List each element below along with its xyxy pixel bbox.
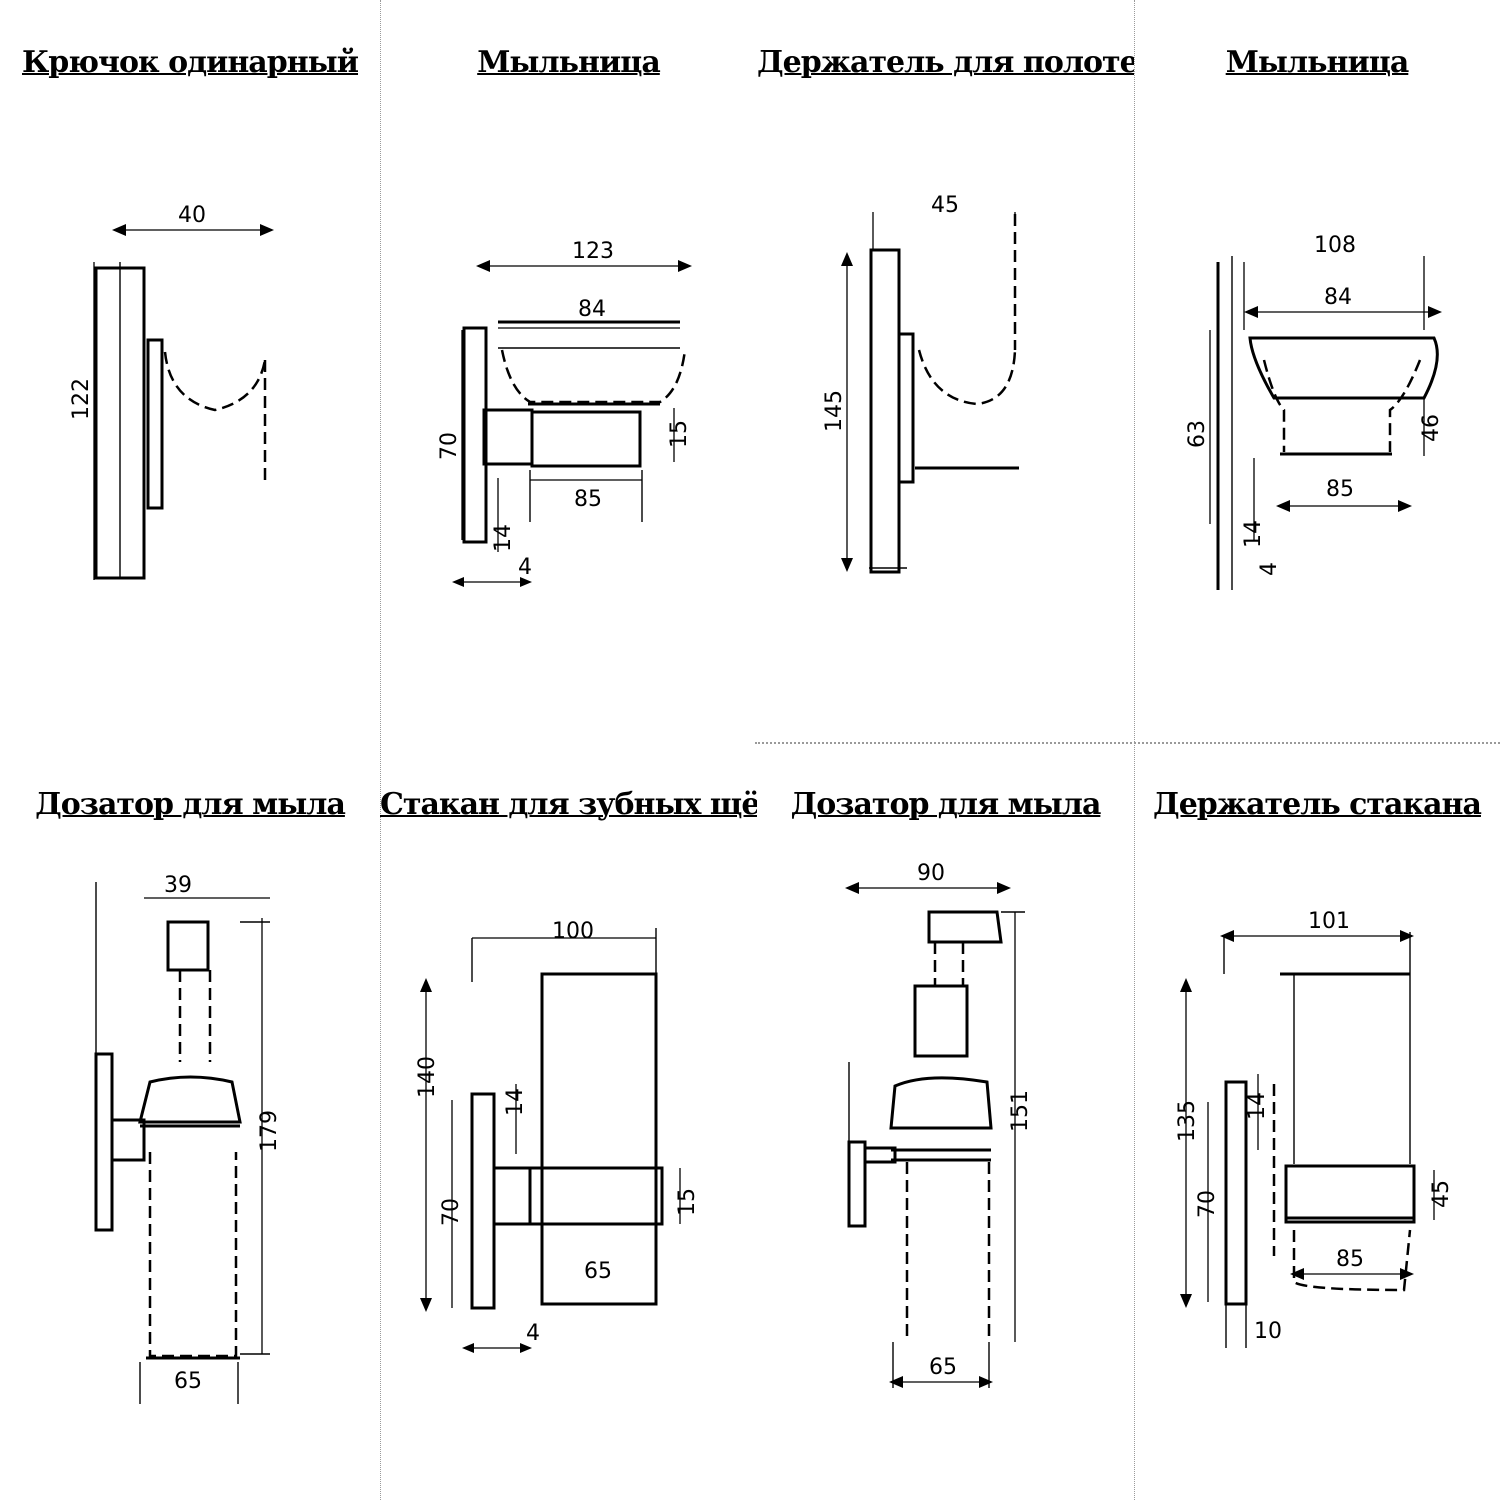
dim-label: 45 <box>931 193 959 218</box>
dim-label: 39 <box>164 873 192 898</box>
dim-label: 4 <box>1257 562 1282 576</box>
dim-label: 45 <box>1429 1180 1454 1208</box>
dim-label: 4 <box>518 555 532 580</box>
dim-label: 85 <box>574 487 602 512</box>
panel-glass-holder: Держатель стакана 101 135 <box>1134 742 1500 1500</box>
dim-label: 65 <box>929 1355 957 1380</box>
panel-title: Держатель для полотенец <box>757 45 1134 80</box>
panel-title: Мыльница <box>1225 45 1410 80</box>
column-divider <box>380 0 381 1500</box>
dim-label: 90 <box>917 861 945 886</box>
dim-label: 4 <box>526 1321 540 1346</box>
dim-label: 122 <box>69 378 94 420</box>
dim-label: 46 <box>1419 414 1444 442</box>
dim-label: 65 <box>174 1369 202 1394</box>
column-divider <box>1134 0 1135 1500</box>
panel-title: Держатель стакана <box>1153 787 1482 822</box>
panel-title: Стакан для зубных щёток <box>380 787 757 822</box>
panel-soap-dish: Мыльница 123 84 70 <box>380 0 757 742</box>
panel-towel-holder: Держатель для полотенец 45 145 <box>757 0 1134 742</box>
panel-soap-dispenser-2: Дозатор для мыла 90 151 <box>757 742 1134 1500</box>
dim-label: 84 <box>578 297 606 322</box>
dim-label: 40 <box>178 203 206 228</box>
dim-label: 100 <box>552 919 594 944</box>
dim-label: 140 <box>415 1056 440 1098</box>
soap-dish-drawing: 123 84 70 85 15 14 4 <box>437 239 692 587</box>
row-divider <box>755 742 1500 744</box>
dim-label: 10 <box>1254 1319 1282 1344</box>
panel-title: Дозатор для мыла <box>35 787 346 822</box>
towel-holder-drawing: 45 145 <box>822 193 1019 574</box>
dim-label: 63 <box>1185 420 1210 448</box>
dim-label: 145 <box>822 390 847 432</box>
panel-soap-dish-2: Мыльница 108 84 63 85 <box>1134 0 1500 742</box>
dim-label: 108 <box>1314 233 1356 258</box>
soap-dispenser-drawing: 39 179 65 <box>94 873 282 1404</box>
dim-label: 15 <box>667 420 692 448</box>
dim-label: 101 <box>1308 909 1350 934</box>
dim-label: 135 <box>1175 1100 1200 1142</box>
soap-dispenser-2-drawing: 90 151 65 <box>845 861 1033 1388</box>
toothbrush-glass-drawing: 100 140 70 15 14 4 65 <box>415 919 700 1353</box>
hook-drawing: 40 122 <box>69 203 274 580</box>
soap-dish-2-drawing: 108 84 63 85 46 14 4 <box>1185 233 1444 590</box>
dim-label: 14 <box>491 524 516 552</box>
glass-holder-drawing: 101 135 70 14 45 85 10 <box>1175 909 1454 1348</box>
dim-label: 14 <box>503 1088 528 1116</box>
dim-label: 84 <box>1324 285 1352 310</box>
panel-toothbrush-glass: Стакан для зубных щёток 100 140 70 <box>380 742 757 1500</box>
panel-title: Мыльница <box>477 45 661 80</box>
panel-title: Дозатор для мыла <box>790 787 1102 822</box>
dim-label: 14 <box>1245 1092 1270 1120</box>
panel-hook: Крючок одинарный 40 122 <box>0 0 380 742</box>
dim-label: 85 <box>1326 477 1354 502</box>
dim-label: 151 <box>1008 1090 1033 1132</box>
dim-label: 15 <box>675 1188 700 1216</box>
dim-label: 14 <box>1241 520 1266 548</box>
dim-label: 65 <box>584 1259 612 1284</box>
dim-label: 70 <box>439 1198 464 1226</box>
dim-label: 70 <box>437 432 462 460</box>
dim-label: 70 <box>1195 1190 1220 1218</box>
dim-label: 179 <box>257 1110 282 1152</box>
dim-label: 123 <box>572 239 614 264</box>
dim-label: 85 <box>1336 1247 1364 1272</box>
panel-title: Крючок одинарный <box>21 45 359 80</box>
panel-soap-dispenser: Дозатор для мыла 39 179 <box>0 742 380 1500</box>
